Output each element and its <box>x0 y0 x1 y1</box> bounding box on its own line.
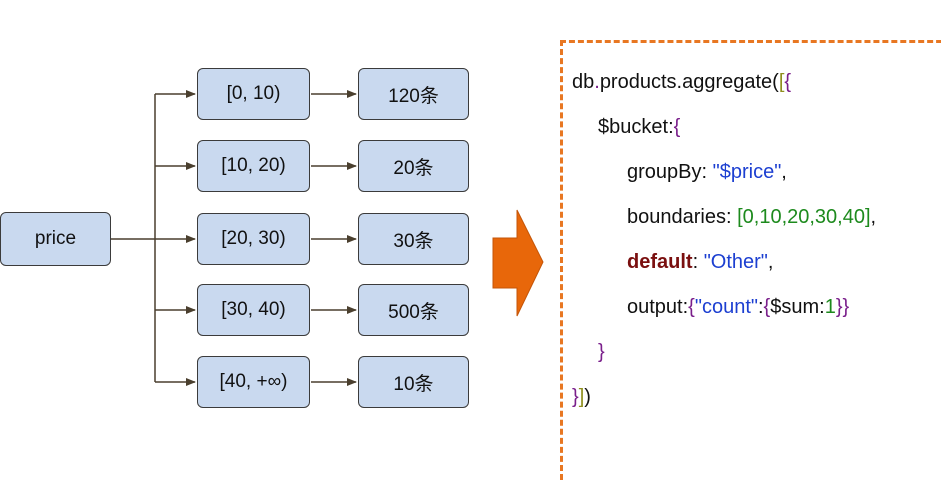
code-close-brace: } <box>598 341 605 363</box>
code-line-7: } <box>598 338 605 366</box>
code-colon: : <box>819 296 825 318</box>
code-line-8: }]) <box>572 383 591 411</box>
code-method: .aggregate( <box>676 71 779 93</box>
code-boundaries-value: [0,10,20,30,40] <box>737 206 871 228</box>
count-node-0: 120条 <box>358 68 469 120</box>
code-comma: , <box>781 161 787 183</box>
code-close-paren: ) <box>584 386 591 408</box>
code-comma: , <box>767 251 774 273</box>
range-node-0: [0, 10) <box>197 68 310 120</box>
code-dot: . <box>594 71 600 93</box>
code-sum-key: $sum <box>770 296 820 318</box>
source-node-price: price <box>0 212 111 266</box>
code-colon: : <box>725 206 732 228</box>
code-sum-open-brace: { <box>763 296 771 318</box>
code-close-inner: }} <box>835 296 850 318</box>
range-node-4: [40, +∞) <box>197 356 310 408</box>
code-output-open-brace: { <box>688 296 695 318</box>
range-node-1: [10, 20) <box>197 140 310 192</box>
code-line-1: db.products.aggregate([{ <box>572 68 791 96</box>
count-node-3: 500条 <box>358 284 469 336</box>
code-groupby-key: groupBy <box>627 161 702 183</box>
big-right-arrow-icon <box>492 209 544 317</box>
code-default-key: default <box>627 251 693 273</box>
code-line-5: default: "Other", <box>627 248 773 276</box>
code-colon: : <box>701 161 708 183</box>
count-node-2: 30条 <box>358 213 469 265</box>
code-comma: , <box>870 206 877 228</box>
code-db: db <box>572 71 595 93</box>
connector-lines <box>111 90 544 386</box>
code-line-4: boundaries: [0,10,20,30,40], <box>627 203 876 231</box>
code-open-bracket: [ <box>778 71 785 93</box>
code-close-all-brace: } <box>572 386 579 408</box>
code-output-key: output <box>627 296 683 318</box>
code-sum-value: 1 <box>824 296 836 318</box>
code-default-value: "Other" <box>703 251 768 273</box>
code-colon: : <box>692 251 699 273</box>
count-node-4: 10条 <box>358 356 469 408</box>
code-boundaries-key: boundaries <box>627 206 726 228</box>
code-close-all-bracket: ] <box>578 386 585 408</box>
code-line-2: $bucket:{ <box>598 113 680 141</box>
code-bucket-key: $bucket <box>598 116 669 138</box>
code-colon: : <box>757 296 764 318</box>
code-line-3: groupBy: "$price", <box>627 158 787 186</box>
code-open-brace: { <box>784 71 792 93</box>
count-node-1: 20条 <box>358 140 469 192</box>
code-colon: : <box>668 116 674 138</box>
range-node-3: [30, 40) <box>197 284 310 336</box>
code-panel <box>560 40 941 480</box>
code-line-6: output:{"count":{$sum:1}} <box>627 293 849 321</box>
code-count-key: "count" <box>694 296 758 318</box>
code-collection: products <box>599 71 677 93</box>
code-groupby-value: "$price" <box>712 161 782 183</box>
range-node-2: [20, 30) <box>197 213 310 265</box>
code-bucket-open-brace: { <box>673 116 681 138</box>
code-colon: : <box>682 296 689 318</box>
